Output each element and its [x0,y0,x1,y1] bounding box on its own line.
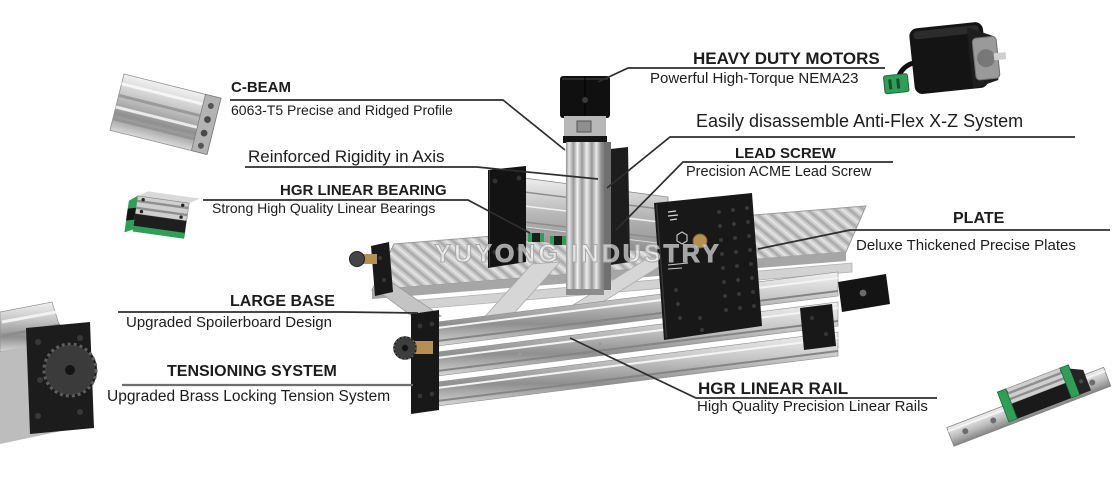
callout-hgr-rail-subtitle: High Quality Precision Linear Rails [697,398,928,415]
nema-motor-photo [883,22,1007,95]
callout-plate-subtitle: Deluxe Thickened Precise Plates [856,237,1076,254]
leader-large-base [118,311,419,314]
callout-anti-flex: Easily disassemble Anti-Flex X-Z System [696,111,1024,131]
watermark: YUYONG INDUSTRY [434,240,721,268]
leader-lines [118,67,1110,399]
hgr-bearing-photo [124,191,200,239]
c-beam-photo [109,73,222,155]
callout-plate-title: PLATE [953,210,1005,227]
linear-rail-photo [946,364,1112,447]
callout-c-beam-title: C-BEAM [231,79,291,96]
leader-hgr-bearing [203,199,531,234]
leader-hgr-rail [569,337,937,399]
leader-anti-flex [606,136,1075,189]
tensioner-photo [0,301,98,444]
machine-z-axis [560,76,630,295]
callout-hgr-bearing-subtitle: Strong High Quality Linear Bearings [212,200,436,216]
leader-lead-screw [615,161,893,231]
callout-tensioning-title: TENSIONING SYSTEM [167,363,337,380]
callout-reinforced-rigidity: Reinforced Rigidity in Axis [248,147,445,166]
callout-large-base-subtitle: Upgraded Spoilerboard Design [126,314,332,331]
leader-plate [757,229,1110,250]
callout-lead-screw-title: LEAD SCREW [735,145,836,162]
callout-c-beam-subtitle: 6063-T5 Precise and Ridged Profile [231,102,453,118]
callout-hgr-rail-title: HGR LINEAR RAIL [698,379,849,398]
carriage-plate [654,193,762,340]
callout-heavy-duty-motors-subtitle: Powerful High-Torque NEMA23 [650,70,859,87]
callout-large-base-title: LARGE BASE [230,293,335,310]
leader-c-beam [230,99,566,151]
leader-heavy-duty-motors [597,67,885,83]
callout-lead-screw-subtitle: Precision ACME Lead Screw [686,164,872,180]
brass-nut [692,233,708,249]
leader-reinforced [245,166,599,180]
callout-heavy-duty-motors-title: HEAVY DUTY MOTORS [693,49,880,68]
callout-tensioning-subtitle: Upgraded Brass Locking Tension System [107,388,391,405]
callout-hgr-bearing-title: HGR LINEAR BEARING [280,182,447,199]
